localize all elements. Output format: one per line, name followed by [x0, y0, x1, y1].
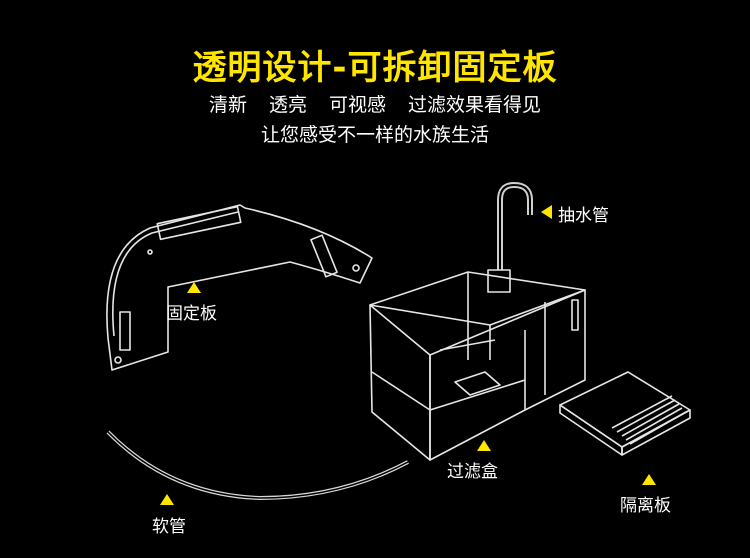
hose-image — [106, 430, 409, 500]
pump-tube-image — [487, 182, 533, 293]
divider-plate-image — [559, 371, 691, 456]
fixing-plate-image — [106, 204, 373, 371]
divider-plate-label: 隔离板 — [620, 496, 671, 516]
hose-pointer — [160, 494, 174, 505]
hose-label: 软管 — [152, 517, 186, 537]
tagline: 让您感受不一样的水族生活 — [260, 124, 489, 146]
filter-box-label: 过滤盒 — [447, 462, 498, 482]
filter-box-pointer — [477, 440, 491, 451]
fixing-plate-label: 固定板 — [166, 304, 217, 324]
page-title: 透明设计-可拆卸固定板 — [192, 48, 558, 88]
feature-subtitle: 清新 透亮 可视感 过滤效果看得见 — [208, 94, 542, 116]
filter-box-image — [369, 271, 586, 461]
pump-tube-label: 抽水管 — [558, 206, 609, 226]
divider-plate-pointer — [642, 474, 656, 485]
pump-tube-pointer — [541, 205, 552, 219]
fixing-plate-pointer — [187, 282, 201, 293]
